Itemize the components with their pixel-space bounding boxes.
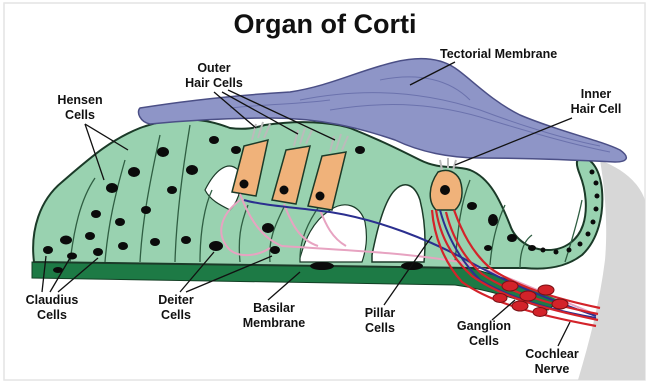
- label-tectorial-membrane: Tectorial Membrane: [440, 47, 557, 61]
- label-deiter-cells-line1: Deiter: [158, 293, 194, 307]
- label-deiter-cells-line2: Cells: [161, 308, 191, 322]
- label-outer-hair-cells-line2: Hair Cells: [185, 76, 243, 90]
- label-basilar-membrane-line2: Membrane: [243, 316, 306, 330]
- label-cochlear-nerve-line1: Cochlear: [525, 347, 579, 361]
- label-ganglion-cells-line2: Cells: [469, 334, 499, 348]
- label-claudius-cells-line2: Cells: [37, 308, 67, 322]
- label-pillar-cells-line2: Cells: [365, 321, 395, 335]
- label-hensen-cells-line2: Cells: [65, 108, 95, 122]
- label-pillar-cells-line1: Pillar: [365, 306, 396, 320]
- label-ganglion-cells-line1: Ganglion: [457, 319, 511, 333]
- label-cochlear-nerve-line2: Nerve: [535, 362, 570, 376]
- label-hensen-cells-line1: Hensen: [57, 93, 102, 107]
- label-outer-hair-cells-line1: Outer: [197, 61, 230, 75]
- label-basilar-membrane-line1: Basilar: [253, 301, 295, 315]
- label-inner-hair-cell-line2: Hair Cell: [571, 102, 622, 116]
- diagram-title: Organ of Corti: [234, 9, 417, 39]
- label-claudius-cells-line1: Claudius: [26, 293, 79, 307]
- label-inner-hair-cell-line1: Inner: [581, 87, 612, 101]
